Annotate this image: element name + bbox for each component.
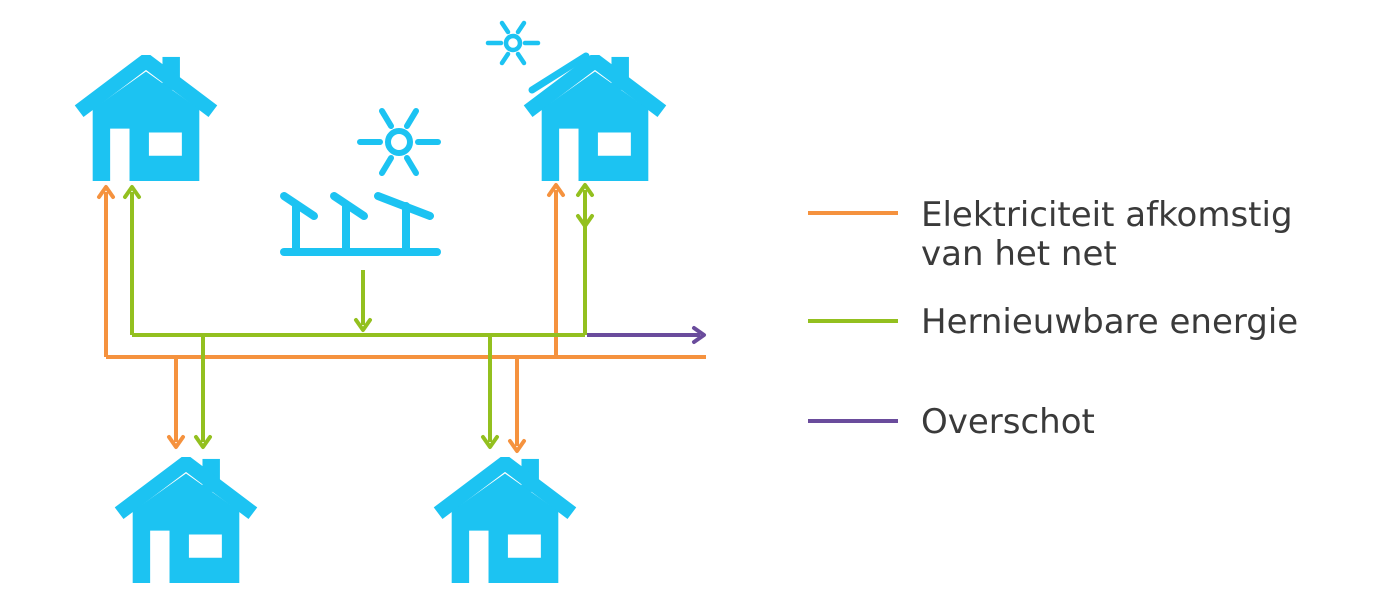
house-icon <box>79 57 213 181</box>
sun-icon <box>485 20 541 66</box>
grid-electricity-lines <box>104 190 706 446</box>
legend-item-surplus: Overschot <box>808 402 1095 442</box>
arrow-down-green-solar <box>354 318 372 332</box>
legend-item-renewable: Hernieuwbare energie <box>808 302 1298 342</box>
legend-item-grid: Elektriciteit afkomstig van het net <box>808 195 1293 274</box>
arrow-down-green-house2 <box>576 214 594 228</box>
sun-icon <box>357 108 441 176</box>
house-icon <box>438 459 572 583</box>
arrow-down-green-house3 <box>194 435 212 449</box>
arrow-up-orange-house1 <box>97 185 115 199</box>
arrow-down-orange-house4 <box>508 439 526 453</box>
legend: Elektriciteit afkomstig van het net Hern… <box>808 195 1298 442</box>
legend-label-grid-line1: Elektriciteit afkomstig <box>921 195 1293 235</box>
renewable-energy-lines <box>130 190 587 442</box>
arrow-down-green-house4 <box>481 435 499 449</box>
solar-panel-icon <box>280 192 441 256</box>
arrowheads <box>97 183 706 453</box>
house-icon <box>528 57 662 181</box>
house-icon <box>119 459 253 583</box>
legend-label-surplus: Overschot <box>921 402 1095 442</box>
arrow-up-green-house2 <box>576 183 594 197</box>
legend-label-renewable: Hernieuwbare energie <box>921 302 1298 342</box>
arrow-right-surplus <box>692 326 706 344</box>
arrow-up-green-house1 <box>123 185 141 199</box>
arrow-up-orange-house2 <box>547 183 565 197</box>
roof-solar-panel-icon <box>528 52 590 94</box>
legend-label-grid-line2: van het net <box>921 234 1117 274</box>
arrow-down-orange-house3 <box>167 435 185 449</box>
